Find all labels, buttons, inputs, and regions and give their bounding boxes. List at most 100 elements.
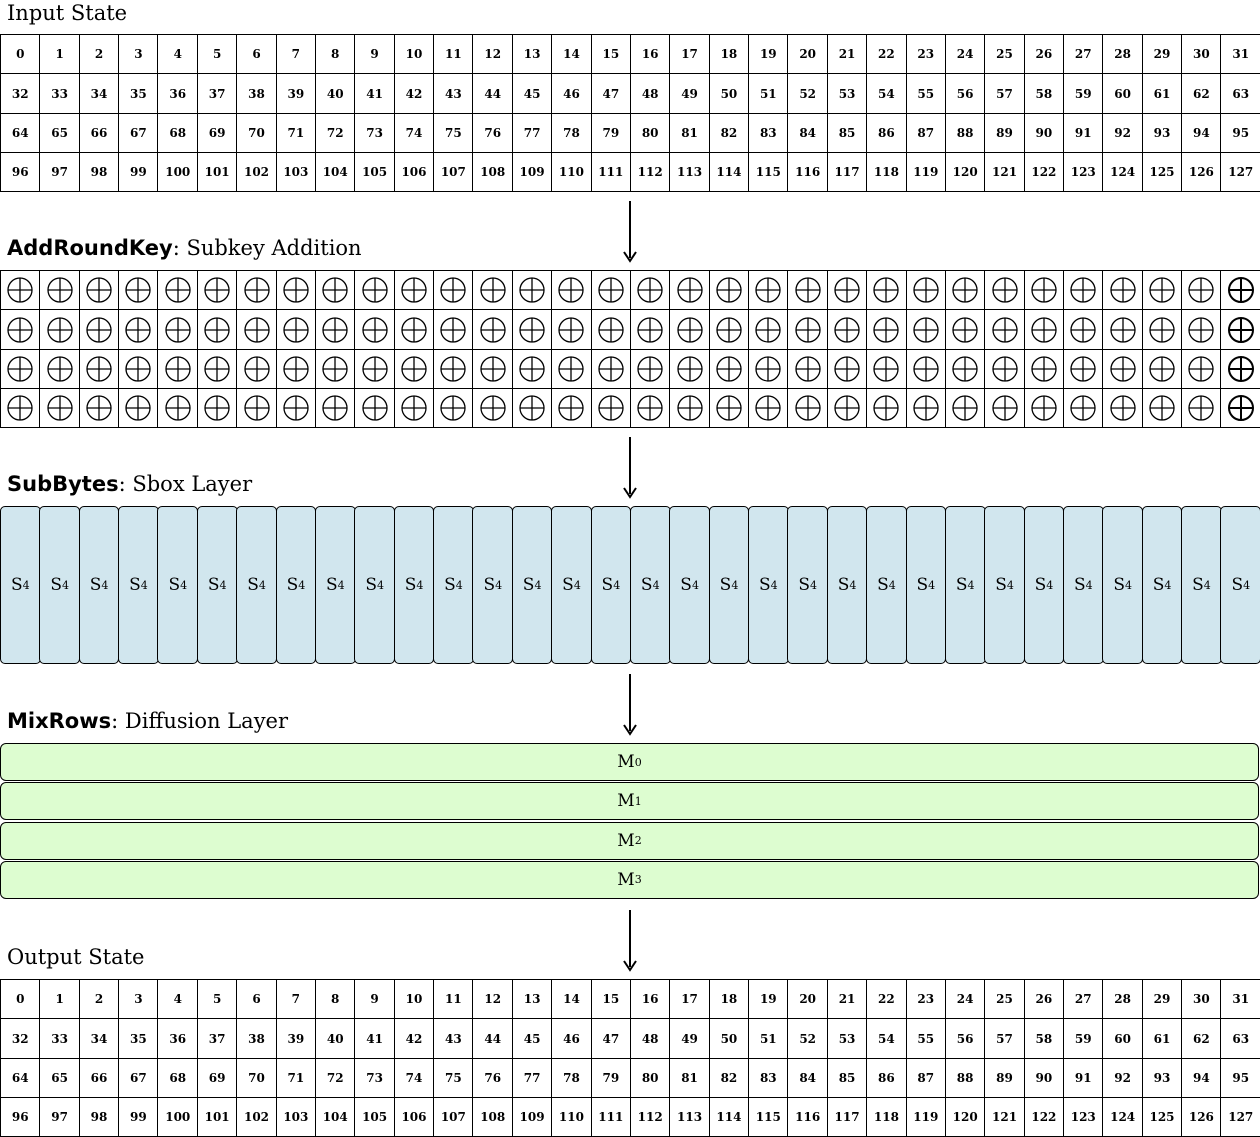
xor-icon bbox=[1031, 395, 1057, 421]
state-cell: 71 bbox=[275, 1057, 317, 1099]
subkey-addition-cell bbox=[1181, 387, 1222, 429]
state-cell: 12 bbox=[472, 34, 513, 75]
subkey-addition-cell bbox=[1181, 309, 1222, 350]
state-cell: 59 bbox=[1062, 73, 1104, 114]
state-cell: 109 bbox=[511, 151, 553, 193]
state-cell: 115 bbox=[748, 151, 789, 193]
state-cell: 47 bbox=[590, 1018, 632, 1059]
xor-icon bbox=[795, 395, 821, 421]
state-cell: 23 bbox=[905, 34, 947, 75]
subkey-addition-cell bbox=[314, 309, 356, 350]
state-cell: 67 bbox=[118, 1057, 159, 1099]
state-cell: 91 bbox=[1062, 1057, 1104, 1099]
state-cell: 36 bbox=[157, 1018, 199, 1059]
subkey-addition-cell bbox=[1023, 270, 1065, 311]
state-cell: 70 bbox=[236, 1057, 277, 1099]
sbox-label: S bbox=[562, 575, 574, 595]
state-cell: 19 bbox=[748, 34, 789, 75]
state-cell: 28 bbox=[1102, 979, 1143, 1020]
xor-icon bbox=[873, 395, 900, 421]
state-cell: 42 bbox=[393, 73, 435, 114]
state-cell: 43 bbox=[433, 1018, 474, 1059]
state-cell: 50 bbox=[708, 1018, 750, 1059]
xor-icon bbox=[558, 395, 585, 421]
state-cell: 110 bbox=[551, 1096, 592, 1137]
xor-icon bbox=[834, 316, 860, 343]
subkey-addition-cell bbox=[314, 348, 356, 390]
state-cell: 18 bbox=[708, 979, 750, 1020]
state-cell: 2 bbox=[78, 979, 120, 1020]
subkey-addition-cell bbox=[1062, 270, 1104, 311]
subkey-addition-cell bbox=[275, 309, 317, 350]
mix-row-label: M bbox=[617, 791, 635, 812]
state-cell: 86 bbox=[866, 112, 907, 154]
state-cell: 24 bbox=[944, 979, 986, 1020]
state-cell: 68 bbox=[157, 112, 199, 154]
subkey-addition-cell bbox=[39, 387, 80, 429]
sbox-subscript: 4 bbox=[1006, 578, 1014, 592]
down-arrow-icon bbox=[623, 910, 637, 972]
xor-icon bbox=[519, 356, 545, 382]
mix-rows-name: MixRows bbox=[7, 709, 112, 733]
subkey-addition-cell bbox=[826, 309, 868, 350]
xor-icon bbox=[952, 277, 978, 303]
state-cell: 112 bbox=[629, 1096, 671, 1137]
xor-icon bbox=[401, 316, 427, 343]
state-cell: 97 bbox=[39, 1096, 80, 1137]
mix-row-subscript: 3 bbox=[634, 873, 642, 887]
state-cell: 98 bbox=[78, 151, 120, 193]
xor-icon bbox=[125, 316, 152, 343]
sbox-label: S bbox=[759, 575, 771, 595]
state-cell: 110 bbox=[551, 151, 592, 193]
xor-icon bbox=[86, 316, 112, 343]
sbox-label: S bbox=[1231, 575, 1244, 595]
subkey-addition-cell bbox=[629, 270, 671, 311]
state-cell: 67 bbox=[118, 112, 159, 154]
subkey-addition-cell bbox=[1141, 348, 1183, 390]
subkey-addition-cell bbox=[1102, 309, 1143, 350]
xor-icon bbox=[834, 277, 860, 303]
state-cell: 80 bbox=[629, 1057, 671, 1099]
state-cell: 5 bbox=[196, 34, 238, 75]
xor-icon bbox=[1149, 395, 1175, 421]
xor-icon bbox=[716, 356, 742, 382]
xor-icon bbox=[637, 356, 663, 382]
sbox-subscript: 4 bbox=[1125, 578, 1133, 592]
state-cell: 22 bbox=[866, 34, 907, 75]
state-cell: 57 bbox=[984, 73, 1025, 114]
state-cell: 111 bbox=[590, 1096, 632, 1137]
sbox-label: S bbox=[404, 575, 417, 595]
sbox-label: S bbox=[11, 575, 23, 595]
state-cell: 64 bbox=[0, 1057, 41, 1099]
subkey-addition-cell bbox=[708, 270, 750, 311]
state-cell: 10 bbox=[393, 979, 435, 1020]
state-cell: 14 bbox=[551, 979, 592, 1020]
state-cell: 24 bbox=[944, 34, 986, 75]
sbox-label: S bbox=[325, 575, 338, 595]
xor-icon bbox=[676, 316, 703, 343]
subkey-addition-cell bbox=[590, 270, 632, 311]
state-cell: 40 bbox=[314, 73, 356, 114]
sbox-subscript: 4 bbox=[534, 578, 542, 592]
state-cell: 56 bbox=[944, 1018, 986, 1059]
state-cell: 39 bbox=[275, 73, 317, 114]
xor-icon bbox=[1070, 395, 1096, 421]
sbox-label: S bbox=[837, 575, 850, 595]
state-cell: 66 bbox=[78, 112, 120, 154]
xor-icon bbox=[1070, 316, 1096, 343]
xor-icon bbox=[165, 316, 191, 343]
state-cell: 113 bbox=[669, 151, 710, 193]
state-cell: 114 bbox=[708, 151, 750, 193]
sbox-label: S bbox=[247, 575, 259, 595]
state-cell: 104 bbox=[314, 1096, 356, 1137]
add-round-key-subtitle: : Subkey Addition bbox=[172, 236, 362, 260]
xor-icon bbox=[480, 277, 506, 303]
xor-icon bbox=[952, 356, 978, 382]
sbox-label: S bbox=[955, 575, 968, 595]
subkey-addition-cell bbox=[984, 270, 1025, 311]
